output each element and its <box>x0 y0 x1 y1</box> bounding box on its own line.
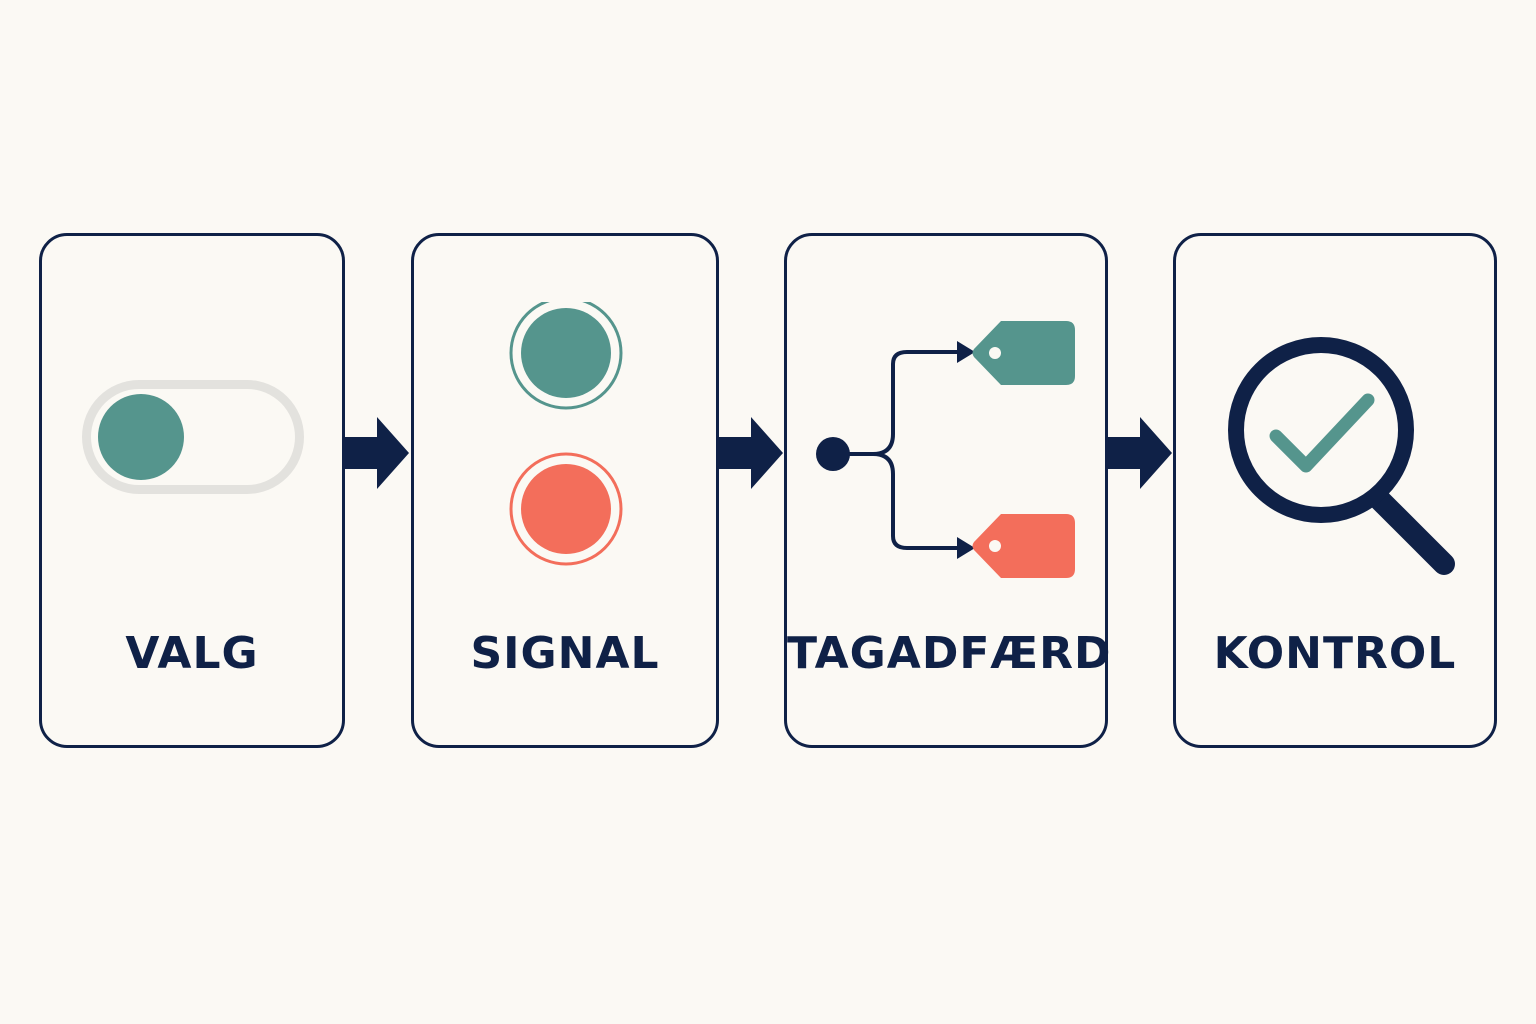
arrow-right-icon <box>343 417 409 489</box>
branching-tags-icon <box>816 321 1075 578</box>
step-label: TAGADFÆRD <box>787 628 1112 679</box>
step-card-signal: SIGNAL <box>411 233 719 748</box>
step-card-kontrol: KONTROL <box>1173 233 1497 748</box>
magnifier-check-icon <box>1228 337 1455 575</box>
step-label: VALG <box>125 628 259 679</box>
signal-lights-icon <box>509 302 623 566</box>
arrow-right-icon <box>1106 417 1172 489</box>
step-card-tagadfaerd: TAGADFÆRD <box>784 233 1112 748</box>
step-label: SIGNAL <box>470 628 660 679</box>
toggle-switch-icon <box>82 380 304 494</box>
step-label: KONTROL <box>1213 628 1457 679</box>
step-card-valg: VALG <box>39 233 345 748</box>
arrow-right-icon <box>717 417 783 489</box>
